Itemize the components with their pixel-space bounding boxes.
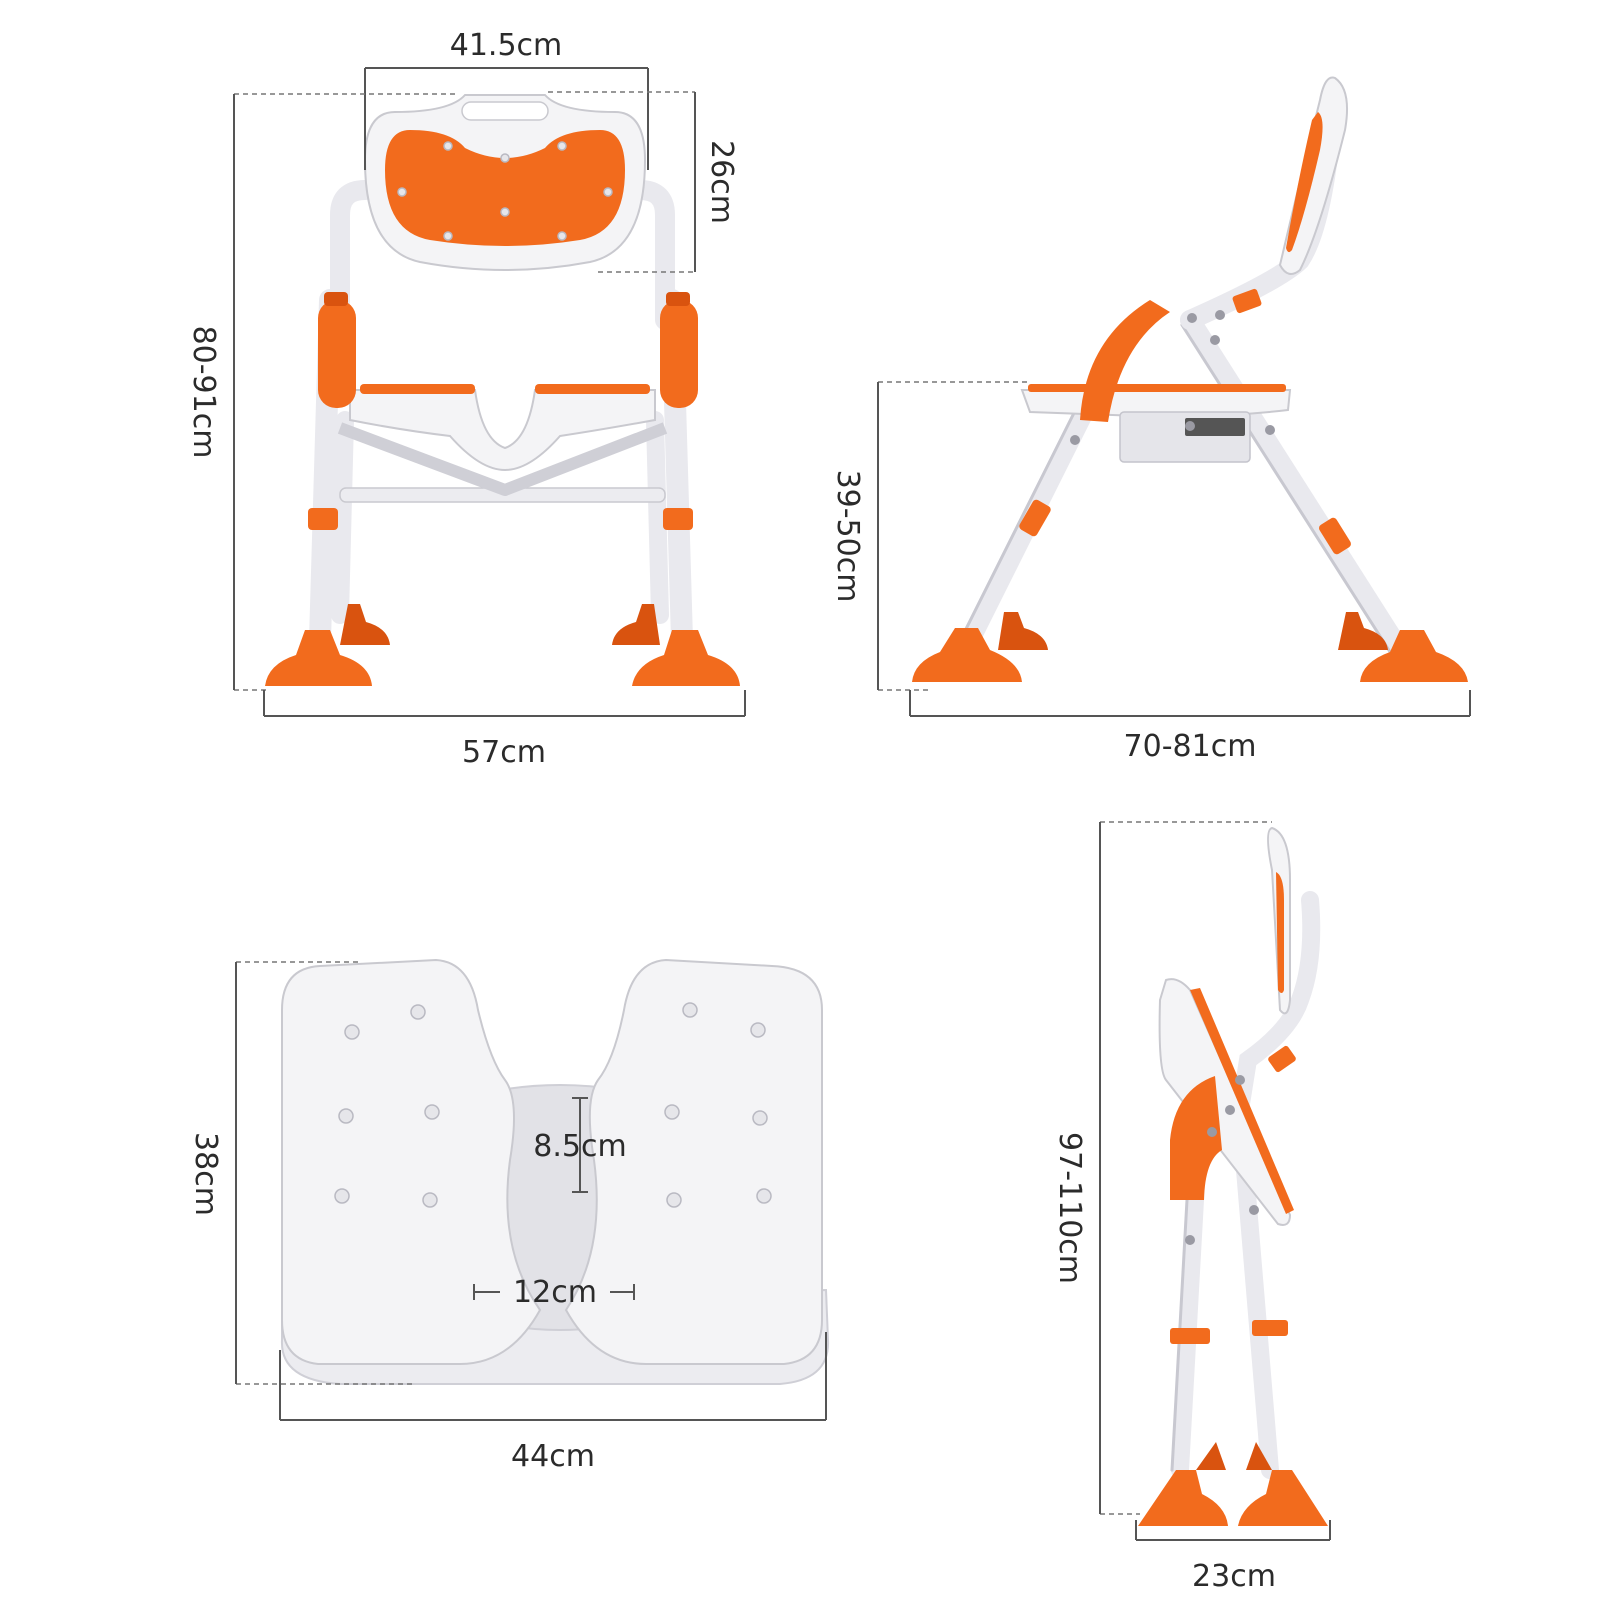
folded-view-chair bbox=[1138, 826, 1328, 1526]
dim-side-depth: 70-81cm bbox=[1124, 729, 1257, 764]
dim-cutout-width: 12cm bbox=[513, 1275, 597, 1310]
dim-front-width-top: 41.5cm bbox=[450, 28, 563, 63]
dim-base-width: 57cm bbox=[462, 735, 546, 770]
side-view-dimension-lines bbox=[877, 381, 1471, 717]
front-view-chair bbox=[265, 94, 740, 686]
dim-cutout-depth: 8.5cm bbox=[533, 1129, 626, 1164]
dim-folded-height: 97-110cm bbox=[1052, 1132, 1087, 1284]
dim-seat-height: 39-50cm bbox=[830, 470, 865, 603]
dim-seat-width: 44cm bbox=[511, 1439, 595, 1474]
folded-view-dimension-lines bbox=[1099, 821, 1331, 1541]
dim-backrest-height: 26cm bbox=[704, 140, 739, 224]
side-view-chair bbox=[912, 76, 1468, 682]
dim-overall-height: 80-91cm bbox=[186, 326, 221, 459]
seat-top-view bbox=[280, 958, 830, 1385]
dim-folded-depth: 23cm bbox=[1192, 1559, 1276, 1594]
front-view-dimension-lines bbox=[233, 67, 746, 717]
seat-dimension-lines bbox=[235, 961, 827, 1421]
dim-seat-depth: 38cm bbox=[188, 1132, 223, 1216]
